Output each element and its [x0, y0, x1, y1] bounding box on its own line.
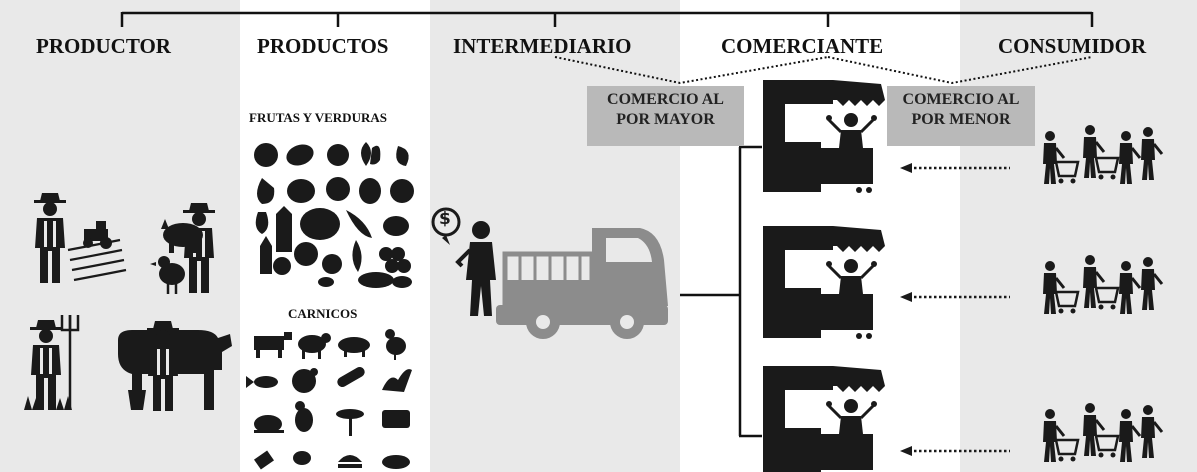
distribution-bracket — [680, 145, 762, 438]
pig-meat-icon — [338, 337, 370, 357]
rooster-icon — [295, 401, 313, 432]
productor-icons — [24, 193, 232, 411]
drumstick-icon — [293, 451, 311, 465]
shoppers-group-icon-2 — [1041, 253, 1164, 316]
hotdog-icon — [337, 367, 365, 387]
cow-meat-icon — [254, 332, 292, 358]
tag-comercio-por-mayor: COMERCIO AL POR MAYOR — [587, 86, 744, 146]
fruits-icons — [254, 142, 414, 288]
chicken-icon — [150, 256, 185, 294]
cleaver-icon — [254, 450, 274, 470]
farmer-pitchfork-icon — [30, 320, 62, 410]
header-comerciante: COMERCIANTE — [721, 34, 884, 58]
sheep-meat-icon — [298, 333, 331, 359]
burger-icon — [338, 455, 362, 468]
market-stall-icon-3 — [761, 364, 887, 472]
header-intermediario: INTERMEDIARIO — [453, 34, 632, 58]
column-consumidor — [960, 0, 1197, 472]
roast-chicken-icon — [254, 415, 284, 433]
farmer-field-icon — [34, 193, 66, 283]
intermediary-person-icon — [431, 207, 496, 316]
chicken-meat-icon — [385, 329, 406, 360]
pig-icon — [161, 219, 203, 253]
steak-icon — [382, 455, 410, 469]
delivery-truck-icon — [496, 228, 668, 339]
farmer-pig-icon — [183, 203, 215, 293]
header-productor: PRODUCTOR — [36, 34, 171, 58]
bucket-icon — [128, 390, 146, 410]
tag-mayor-line2: POR MAYOR — [616, 111, 715, 128]
tag-mayor-line1: COMERCIO AL — [607, 91, 724, 108]
grass-icon — [24, 396, 72, 410]
tag-comercio-por-menor: COMERCIO AL POR MENOR — [887, 86, 1035, 146]
coin-symbol: $ — [439, 209, 451, 229]
header-consumidor: CONSUMIDOR — [998, 34, 1147, 58]
market-stall-icon-1 — [761, 78, 887, 195]
market-stall-icon-2 — [761, 224, 887, 341]
turkey-icon — [292, 368, 318, 393]
shoppers-group-icon-3 — [1041, 401, 1164, 464]
field-rows-icon — [67, 238, 127, 282]
ribs-icon — [382, 410, 410, 428]
label-carnicos: CARNICOS — [288, 306, 358, 321]
pitchfork-icon — [60, 315, 80, 410]
label-frutas-y-verduras: FRUTAS Y VERDURAS — [249, 110, 387, 125]
bacon-icon — [382, 369, 412, 392]
dotted-connectors — [554, 56, 1093, 85]
tag-menor-line2: POR MENOR — [911, 111, 1011, 128]
arrow-left-icon-1 — [898, 161, 1012, 175]
shoppers-group-icon-1 — [1041, 123, 1164, 186]
arrow-left-icon-2 — [898, 290, 1012, 304]
top-bracket — [120, 11, 1094, 27]
meats-icons — [246, 329, 412, 470]
fish-icon — [246, 376, 278, 388]
header-productos: PRODUCTOS — [257, 34, 389, 58]
column-productos — [240, 0, 430, 472]
arrow-left-icon-3 — [898, 444, 1012, 458]
tag-menor-line1: COMERCIO AL — [902, 91, 1020, 108]
sausage-fork-icon — [336, 409, 364, 436]
